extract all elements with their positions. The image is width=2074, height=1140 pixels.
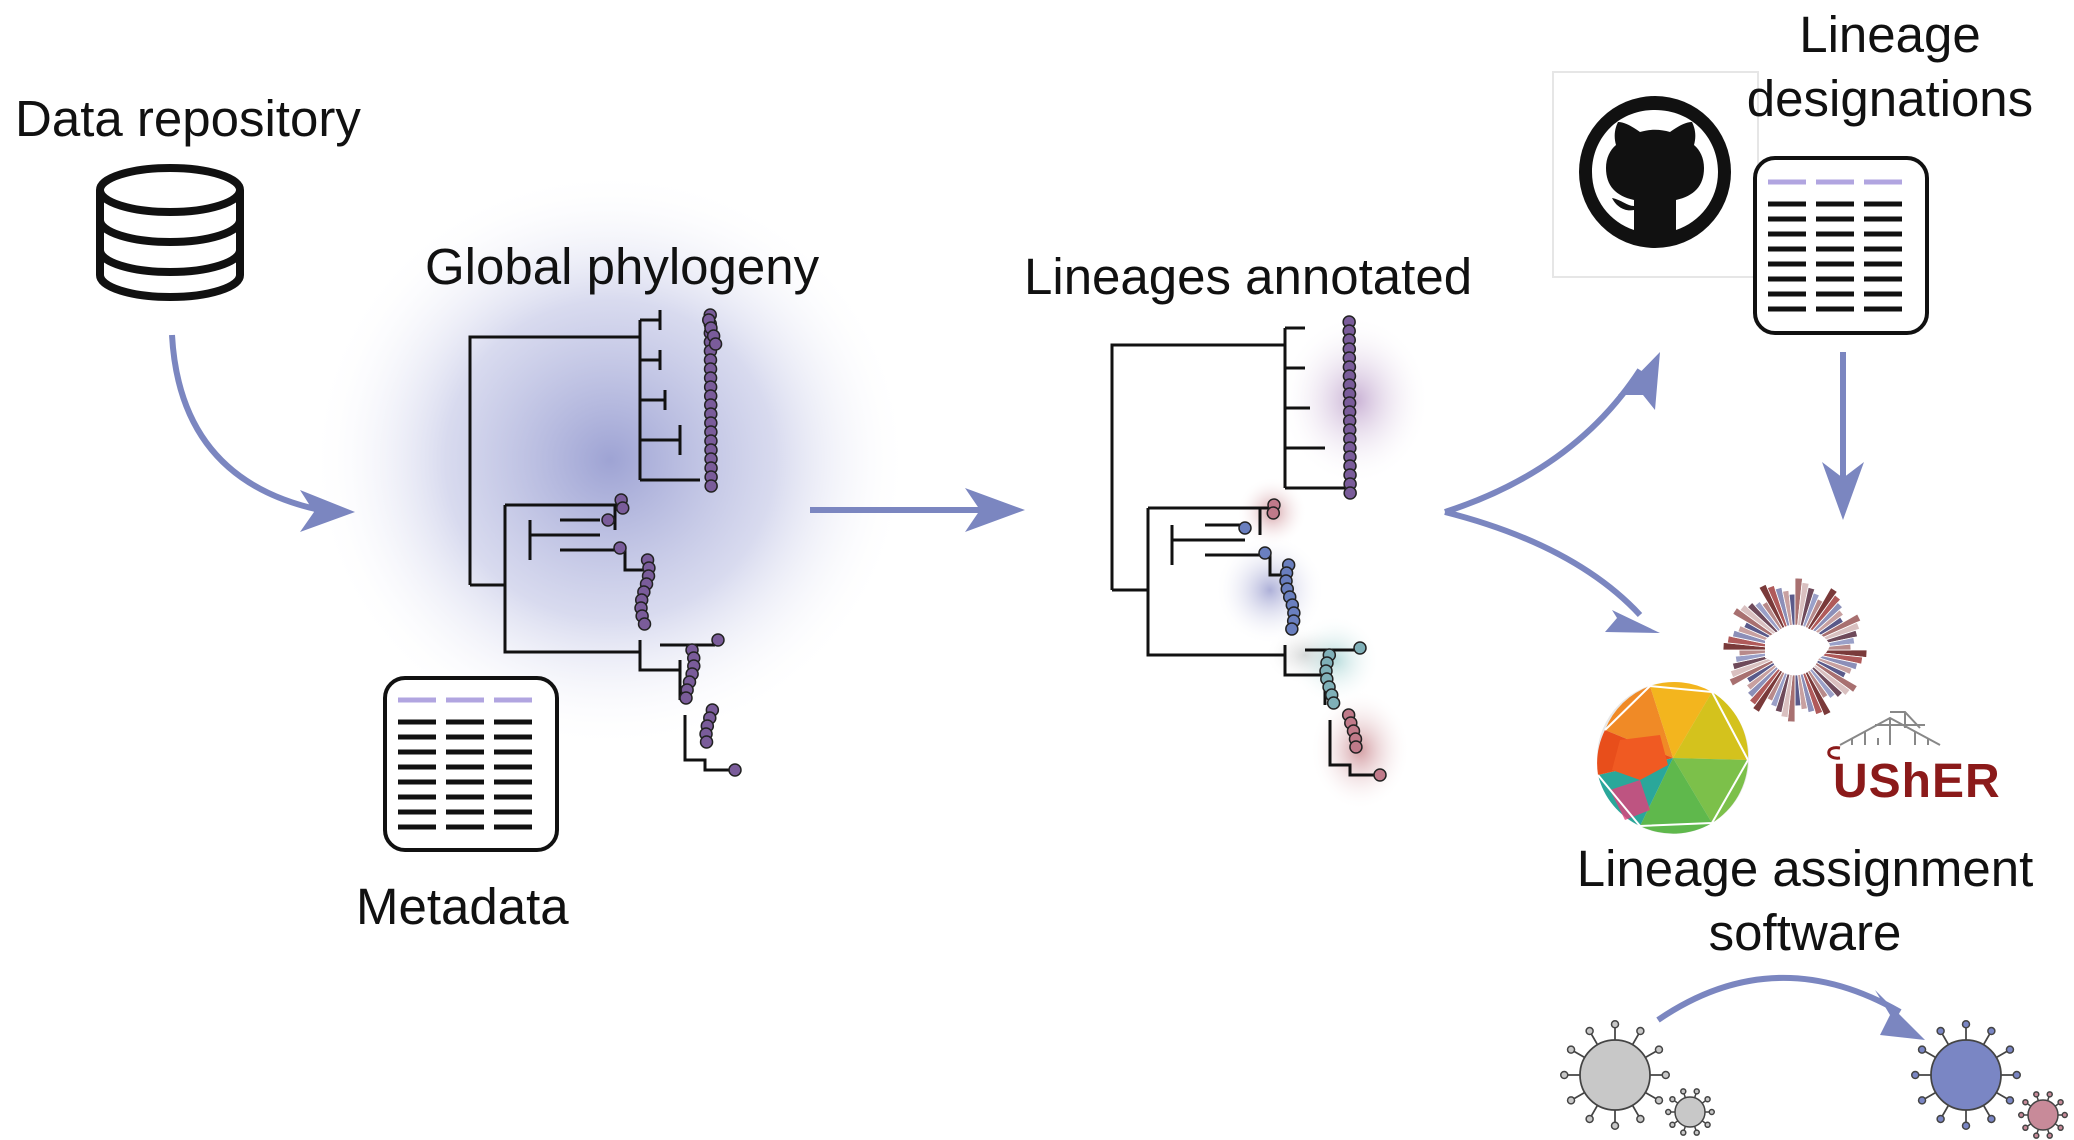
tip-node [637, 617, 652, 631]
arrowhead-to-designations [1618, 352, 1660, 410]
lineage-glow-teal [1290, 615, 1380, 705]
tip-node [1353, 641, 1367, 655]
metadata-label: Metadata [356, 878, 569, 935]
tip-node [711, 633, 725, 647]
lineage-designations-label-line1: Lineage [1799, 6, 1981, 63]
lineages-annotated-label: Lineages annotated [1024, 248, 1473, 305]
global-phylogeny-label: Global phylogeny [425, 238, 820, 295]
assignment-software-label-line1: Lineage assignment [1576, 840, 2034, 897]
metadata-table-icon [383, 676, 559, 852]
arrow-virus-transform [1656, 974, 1925, 1040]
nextclade-logo [1597, 682, 1749, 834]
tip-node [1326, 696, 1341, 710]
tip-node [1285, 622, 1299, 636]
tip-node [1258, 546, 1272, 560]
arrow-split [1444, 368, 1643, 618]
tip-node [1343, 486, 1357, 500]
tip-node [1266, 506, 1281, 520]
arrow-repo-to-phylogeny [169, 334, 355, 532]
virus-large-grey-icon [1560, 1020, 1670, 1130]
arrow-phylogeny-to-annotated [810, 488, 1025, 532]
phylogeny-glow [310, 170, 910, 750]
tip-node [615, 501, 630, 515]
tip-node [699, 735, 714, 749]
pangolin-logo [1722, 577, 1868, 723]
assignment-software-label-line2: software [1708, 904, 1902, 961]
lineage-designations-label-line2: designations [1746, 70, 2034, 127]
github-icon [1552, 71, 1759, 278]
database-icon [96, 164, 244, 301]
tip-node [1238, 521, 1252, 535]
global-phylogeny-tips [601, 308, 742, 777]
arrow-designations-to-software [1822, 352, 1864, 520]
data-repository-label: Data repository [15, 90, 361, 147]
tip-node [613, 541, 627, 555]
tip-node [1373, 768, 1387, 782]
virus-small-pink-icon [2018, 1091, 2068, 1139]
virus-small-grey-icon [1665, 1088, 1715, 1136]
annotated-phylogeny-tips [1238, 315, 1387, 782]
arrowhead-to-software [1605, 610, 1660, 633]
annotated-phylogeny-tree [1110, 326, 1380, 777]
usher-logo: UShER [1827, 711, 2001, 808]
tip-node [704, 479, 718, 493]
designations-table-icon [1753, 156, 1929, 335]
usher-logo-text: UShER [1833, 755, 2001, 808]
tip-node [601, 513, 615, 527]
tip-node [1349, 740, 1363, 754]
virus-large-blue-icon [1911, 1020, 2021, 1130]
virus-icons [1560, 1020, 2068, 1139]
tip-node [679, 691, 693, 705]
tip-node [708, 337, 723, 351]
tip-node [728, 763, 742, 777]
